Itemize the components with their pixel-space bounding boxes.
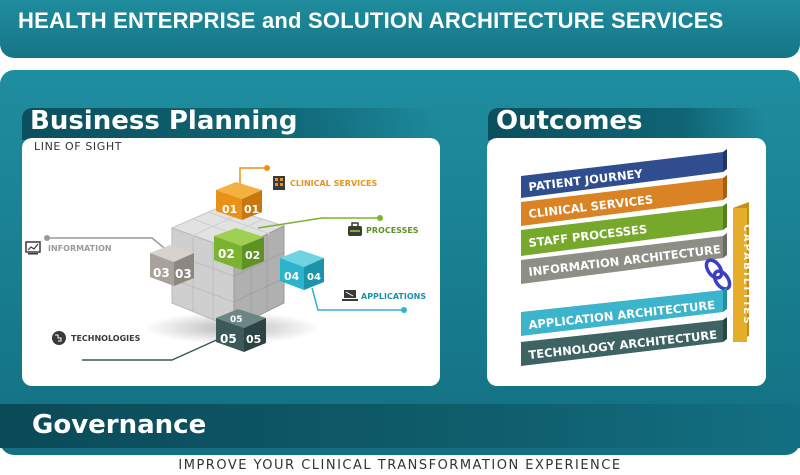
cube-02-right-number: 02 xyxy=(245,249,260,262)
cube-05-top-number: 05 xyxy=(230,315,243,325)
cube-03-left-number: 03 xyxy=(153,266,170,280)
clinical-services-dot xyxy=(264,165,270,171)
processes-dot xyxy=(377,215,383,221)
cube-04-right-number: 04 xyxy=(307,272,321,283)
information-label: INFORMATION xyxy=(48,244,112,253)
outcomes-title: Outcomes xyxy=(496,106,643,136)
cube-05: 05 05 05 xyxy=(216,309,266,352)
line-of-sight-diagram: 01 01 02 02 03 03 04 04 05 05 05 xyxy=(25,165,426,361)
layer-staff-processes: STAFF PROCESSES xyxy=(521,203,727,256)
governance-title: Governance xyxy=(32,410,207,440)
footer-tagline: IMPROVE YOUR CLINICAL TRANSFORMATION EXP… xyxy=(178,458,622,473)
outcomes-header-bar xyxy=(488,108,766,140)
cube-03: 03 03 xyxy=(150,245,194,286)
outcomes-diagram: CAPABILITIES PATIENT JOURNEY CLINICAL SE… xyxy=(521,149,752,366)
hospital-icon xyxy=(273,176,285,190)
information-dot xyxy=(44,235,50,241)
cube-02-left-number: 02 xyxy=(218,247,235,261)
clinical-services-label: CLINICAL SERVICES xyxy=(290,179,377,188)
capabilities-bar: CAPABILITIES xyxy=(733,202,752,342)
cube-01: 01 01 xyxy=(216,182,262,220)
page-title: HEALTH ENTERPRISE and SOLUTION ARCHITECT… xyxy=(18,8,724,33)
cube-02: 02 02 xyxy=(214,228,264,270)
cube-01-right-number: 01 xyxy=(244,203,259,216)
capabilities-label: CAPABILITIES xyxy=(741,224,752,326)
business-planning-header-bar xyxy=(22,108,442,140)
business-planning-title: Business Planning xyxy=(30,106,298,136)
link-icon xyxy=(704,258,732,291)
monitor-icon xyxy=(25,241,41,255)
cube-04-left-number: 04 xyxy=(284,270,300,283)
cube-01-left-number: 01 xyxy=(222,203,237,216)
cube-05-right-number: 05 xyxy=(246,333,261,346)
briefcase-icon xyxy=(348,222,362,236)
header-banner: HEALTH ENTERPRISE and SOLUTION ARCHITECT… xyxy=(0,0,800,58)
line-of-sight-label: LINE OF SIGHT xyxy=(34,140,123,153)
brain-chip-icon xyxy=(52,331,66,345)
processes-label: PROCESSES xyxy=(366,226,419,235)
laptop-icon xyxy=(342,290,358,301)
governance-bar xyxy=(0,404,800,448)
cube-05-left-number: 05 xyxy=(220,332,237,346)
applications-label: APPLICATIONS xyxy=(361,292,426,301)
cube-04: 04 04 xyxy=(280,250,324,290)
technologies-label: TECHNOLOGIES xyxy=(71,334,141,343)
cube-03-right-number: 03 xyxy=(175,267,192,281)
applications-dot xyxy=(401,307,407,313)
